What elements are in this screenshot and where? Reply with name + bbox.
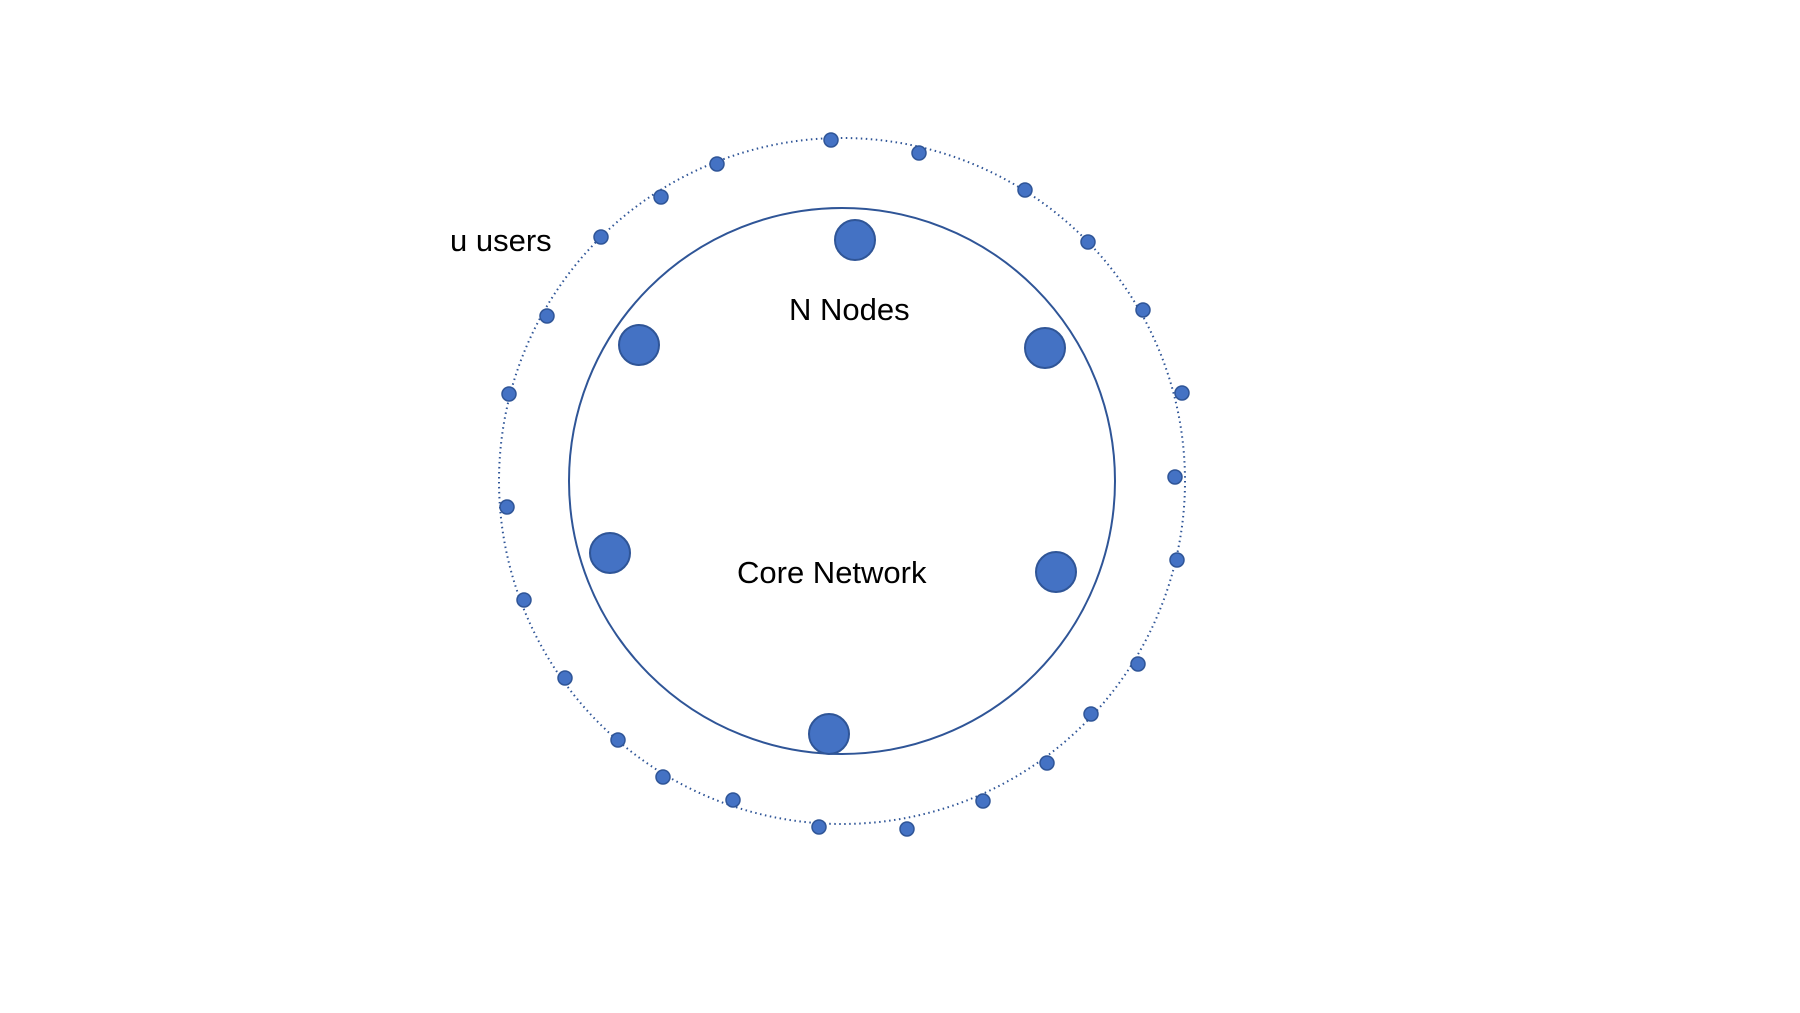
nodes-label: N Nodes [789, 292, 910, 327]
user-dot [610, 732, 626, 748]
user-dots [499, 132, 1190, 837]
user-dot [1174, 385, 1190, 401]
node-dot [808, 713, 850, 755]
user-dot [655, 769, 671, 785]
user-dot [653, 189, 669, 205]
user-dot [1169, 552, 1185, 568]
user-dot [899, 821, 915, 837]
user-dot [1039, 755, 1055, 771]
node-dot [1024, 327, 1066, 369]
user-dot [725, 792, 741, 808]
core-network-ring [568, 207, 1116, 755]
user-dot [557, 670, 573, 686]
user-dot [823, 132, 839, 148]
node-dot [618, 324, 660, 366]
user-ring [498, 137, 1186, 825]
user-dot [539, 308, 555, 324]
node-dots [589, 219, 1077, 755]
user-dot [1130, 656, 1146, 672]
user-dot [516, 592, 532, 608]
user-dot [1017, 182, 1033, 198]
node-dot [1035, 551, 1077, 593]
user-dot [975, 793, 991, 809]
core-network-label: Core Network [737, 555, 927, 590]
user-dot [1083, 706, 1099, 722]
user-dot [811, 819, 827, 835]
user-dot [1167, 469, 1183, 485]
user-dot [499, 499, 515, 515]
user-dot [1135, 302, 1151, 318]
node-dot [589, 532, 631, 574]
user-dot [1080, 234, 1096, 250]
node-dot [834, 219, 876, 261]
user-dot [709, 156, 725, 172]
user-dot [593, 229, 609, 245]
user-dot [911, 145, 927, 161]
users-label: u users [450, 223, 552, 258]
user-dot [501, 386, 517, 402]
